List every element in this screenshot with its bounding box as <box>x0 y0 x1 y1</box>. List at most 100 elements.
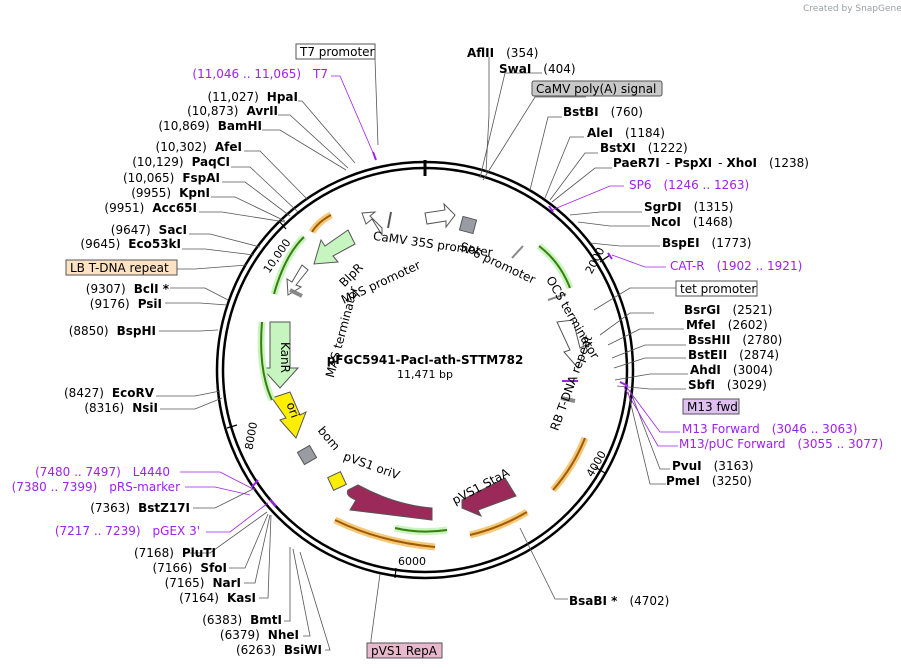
pvs1-oriv-feature[interactable] <box>327 471 347 491</box>
site-ahdi[interactable]: AhdI(3004) <box>690 363 773 377</box>
site-ecorv[interactable]: (8427)EcoRV <box>64 386 155 400</box>
primer-marks <box>251 151 629 507</box>
site-psii[interactable]: (9176)PsiI <box>90 297 162 311</box>
mas-terminator-feature[interactable] <box>289 288 303 298</box>
position-tick-marks <box>226 220 611 579</box>
primer-leader-lines <box>180 75 680 533</box>
tet-promoter-box[interactable] <box>675 280 758 297</box>
primer-l4440[interactable]: (7480 .. 7497)L4440 <box>35 465 170 479</box>
kanr-arrow[interactable] <box>260 321 300 389</box>
site-sfoi[interactable]: (7166)SfoI <box>153 561 227 575</box>
plasmid-name: pFGC5941-PacI-ath-STTM782 <box>327 353 524 367</box>
site-nhei[interactable]: (6379)NheI <box>220 628 299 642</box>
site-swai[interactable]: SwaI(404) <box>499 62 576 76</box>
tet-promoter-label: tet promoter <box>680 282 756 296</box>
leader-lines <box>156 57 688 651</box>
site-bcli[interactable]: (9307)BclI * <box>86 282 170 296</box>
rb-tdna-feature[interactable] <box>560 396 576 403</box>
pvs1-repa-arrow[interactable] <box>346 484 433 521</box>
m13-fwd-box[interactable] <box>682 398 740 415</box>
site-hpai[interactable]: (11,027)HpaI <box>207 90 298 104</box>
camv-35s-promoter-arrow[interactable] <box>424 202 456 229</box>
site-ncoi[interactable]: NcoI(1468) <box>651 215 733 229</box>
site-saci[interactable]: (9647)SacI <box>111 223 187 237</box>
site-bamhi[interactable]: (10,869)BamHI <box>158 119 262 133</box>
site-bstxi[interactable]: BstXI(1222) <box>600 141 688 155</box>
camv-polya-label: CaMV poly(A) signal <box>536 82 656 96</box>
primer-pgex3[interactable]: (7217 .. 7239)pGEX 3' <box>55 524 200 538</box>
orf-arc-green-4 <box>394 527 448 533</box>
feature-label-sp6: SP6 promoter <box>457 239 537 286</box>
ocs-small-feature <box>547 293 567 301</box>
tick-label-6000: 6000 <box>398 555 426 568</box>
site-nari[interactable]: (7165)NarI <box>165 576 241 590</box>
site-bsteii[interactable]: BstEII(2874) <box>688 348 779 362</box>
site-paqci[interactable]: (10,129)PaqCI <box>132 155 230 169</box>
primer-prs-marker[interactable]: (7380 .. 7399)pRS-marker <box>12 480 180 494</box>
primer-m13-forward[interactable]: M13 Forward(3046 .. 3063) <box>682 422 857 436</box>
site-alei[interactable]: AleI(1184) <box>587 126 665 140</box>
t7-promoter-box[interactable] <box>295 43 376 60</box>
site-bsphi[interactable]: (8850)BspHI <box>69 324 156 338</box>
primer-sp6[interactable]: SP6(1246 .. 1263) <box>629 178 749 192</box>
bom-feature[interactable] <box>296 444 318 466</box>
primer-labels: (11,046 .. 11,065)T7 SP6(1246 .. 1263) C… <box>12 67 884 538</box>
sp6-small-feature <box>511 245 524 259</box>
pvs1-staa-arrow[interactable] <box>461 477 517 517</box>
site-aflii[interactable]: AflII(354) <box>467 46 538 60</box>
site-bstz17i[interactable]: (7363)BstZ17I <box>90 501 190 515</box>
plasmid-size: 11,471 bp <box>397 368 453 381</box>
site-bsabi[interactable]: BsaBI *(4702) <box>569 594 669 608</box>
m13-fwd-label: M13 fwd <box>687 400 738 414</box>
camv-polya-box[interactable] <box>531 80 663 97</box>
camv-polya-feature[interactable] <box>458 215 478 235</box>
site-kasi[interactable]: (7164)KasI <box>179 591 256 605</box>
restriction-sites-left: (11,027)HpaI (10,873)AvrII (10,869)BamHI… <box>64 90 322 657</box>
feature-label-oriv: pVS1 oriV <box>342 449 403 483</box>
feature-label-ori: ori <box>284 400 302 419</box>
site-kpni[interactable]: (9955)KpnI <box>131 186 210 200</box>
site-bmti[interactable]: (6383)BmtI <box>202 613 282 627</box>
ocs-terminator-arrow[interactable] <box>556 319 587 369</box>
orf-arc-green-1 <box>538 245 571 289</box>
site-acc65i[interactable]: (9951)Acc65I <box>104 201 197 215</box>
site-sbfi[interactable]: SbfI(3029) <box>688 378 767 392</box>
orf-arc-orange-1 <box>311 214 332 233</box>
site-paer7i-pspxi-xhoi[interactable]: PaeR7I-PspXI-XhoI(1238) <box>613 156 809 170</box>
camv-small-feature <box>387 211 392 229</box>
orf-arc-green-3 <box>260 321 273 401</box>
site-pvui[interactable]: PvuI(3163) <box>672 459 754 473</box>
t7-promoter-label: T7 promoter <box>299 45 375 59</box>
orf-arc-green-2 <box>273 236 305 295</box>
site-bstbi[interactable]: BstBI(760) <box>563 105 643 119</box>
site-fspai[interactable]: (10,065)FspAI <box>123 171 220 185</box>
small-promoter-arrow[interactable] <box>361 211 383 237</box>
ori-arrow[interactable] <box>271 391 307 439</box>
pvs1-repa-box[interactable] <box>366 642 443 659</box>
site-bspei[interactable]: BspEI(1773) <box>662 236 751 250</box>
site-bsrgi[interactable]: BsrGI(2521) <box>684 303 772 317</box>
site-bsiwi[interactable]: (6263)BsiWI <box>236 643 322 657</box>
site-afei[interactable]: (10,302)AfeI <box>156 140 242 154</box>
site-mfei[interactable]: MfeI(2602) <box>686 318 768 332</box>
site-sgrdi[interactable]: SgrDI(1315) <box>644 200 733 214</box>
primer-cat-r[interactable]: CAT-R(1902 .. 1921) <box>670 259 802 273</box>
feature-label-kanr: KanR <box>278 342 292 373</box>
tick-label-8000: 8000 <box>242 421 260 451</box>
primer-t7[interactable]: (11,046 .. 11,065)T7 <box>192 67 328 81</box>
site-bsshii[interactable]: BssHII(2780) <box>688 333 782 347</box>
site-pluti[interactable]: (7168)PluTI <box>134 546 216 560</box>
site-eco53ki[interactable]: (9645)Eco53kI <box>80 237 181 251</box>
restriction-sites-right: AflII(354) SwaI(404) BstBI(760) AleI(118… <box>467 46 809 608</box>
site-avrii[interactable]: (10,873)AvrII <box>187 104 278 118</box>
blpr-arrow[interactable] <box>313 229 356 265</box>
site-pmei[interactable]: PmeI(3250) <box>666 474 752 488</box>
lb-tdna-box[interactable] <box>65 259 178 276</box>
snapgene-credit: Created by SnapGene <box>803 4 901 14</box>
primer-m13-puc-forward[interactable]: M13/pUC Forward(3055 .. 3077) <box>679 437 883 451</box>
feature-label-bom: bom <box>315 424 343 453</box>
pvs1-repa-label: pVS1 RepA <box>371 644 438 658</box>
site-nsii[interactable]: (8316)NsiI <box>84 401 158 415</box>
orf-arc-orange-2 <box>552 437 586 491</box>
